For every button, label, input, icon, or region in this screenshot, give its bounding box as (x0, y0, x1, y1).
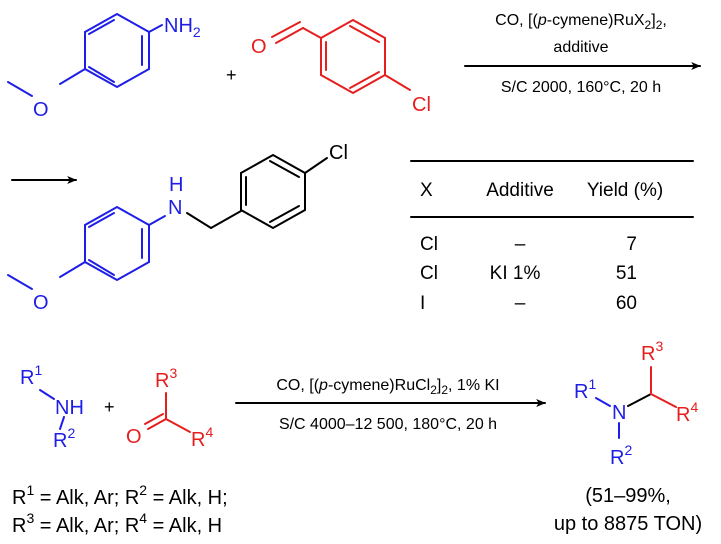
anisidine-ring (84, 12, 150, 89)
methyl-bond (7, 81, 33, 97)
aldehyde-chloro-label: Cl (412, 94, 431, 116)
product-r3-label: R3 (641, 338, 663, 365)
results-table: X Additive Yield (%) Cl – 7 Cl KI 1% 51 … (410, 160, 694, 314)
amine-r2-label: R2 (53, 425, 75, 452)
aryl-oxygen-bond (59, 68, 86, 85)
methoxy-oxygen-label: O (33, 99, 49, 121)
general-product-structure: R1 N R2 R3 R4 (574, 338, 698, 469)
product-n-label: N (612, 402, 626, 424)
plus-sign-1: + (226, 65, 237, 85)
table-row-3-additive: – (515, 293, 526, 314)
table-row-2-x: Cl (420, 263, 438, 284)
table-row-3-yield: 60 (616, 293, 637, 314)
table-row-1-additive: – (515, 234, 526, 255)
carbonyl-oxygen-label: O (126, 426, 142, 448)
yield-line-1: (51–99%, (585, 485, 671, 507)
carbonyl-r3-label: R3 (155, 365, 177, 392)
ketone-double-bond (147, 418, 167, 430)
product-chloro-label: Cl (329, 142, 348, 164)
conditions2-loading: S/C 4000–12 500, 180°C, 20 h (279, 416, 497, 433)
table-row-3-x: I (420, 293, 425, 314)
amine-nh-label: NH (55, 397, 84, 419)
conditions1-loading: S/C 2000, 160°C, 20 h (501, 79, 661, 96)
scheme1-conditions: CO, [(p-cymene)RuX2]2, additive S/C 2000… (464, 12, 701, 96)
table-row-2-yield: 51 (616, 263, 637, 284)
carbonyl-r4-label: R4 (191, 424, 213, 451)
product-anisyl-ring (84, 205, 150, 282)
amine-r1-label: R1 (20, 362, 42, 389)
legend-line-1: R1 = Alk, Ar; R2 = Alk, H; (12, 482, 228, 509)
product-nh-hydrogen-label: H (169, 174, 183, 196)
table-header-yield: Yield (%) (587, 180, 663, 201)
general-carbonyl-structure: R3 O R4 (126, 365, 213, 451)
legend-line-2: R3 = Alk, Ar; R4 = Alk, H (12, 510, 222, 537)
product-oxygen-label: O (33, 292, 49, 314)
aldehyde-ring (320, 18, 386, 95)
product-r1-label: R1 (574, 376, 596, 403)
product-amine-structure: O N H Cl (7, 142, 348, 314)
scheme2-conditions: CO, [(p-cymene)RuCl2]2, 1% KI S/C 4000–1… (235, 377, 546, 433)
plus-sign-2: + (104, 397, 115, 417)
p-anisidine-structure: NH2 O (7, 12, 201, 121)
conditions1-catalyst: CO, [(p-cymene)RuX2]2, (495, 12, 667, 32)
substituent-legend: R1 = Alk, Ar; R2 = Alk, H; R3 = Alk, Ar;… (12, 482, 228, 537)
aldehyde-oxygen-label: O (251, 36, 267, 58)
chloro-bond (384, 74, 411, 91)
table-row-1-yield: 7 (626, 234, 637, 255)
yield-line-2: up to 8875 TON) (554, 513, 702, 535)
product-chlorophenyl-ring (240, 153, 306, 230)
amine-bond (148, 24, 163, 33)
n-alkyl-bond (627, 393, 652, 407)
yield-summary: (51–99%, up to 8875 TON) (554, 485, 702, 535)
table-header-additive: Additive (486, 180, 554, 201)
product-nitrogen-label: N (168, 197, 182, 219)
conditions1-additive: additive (553, 39, 608, 56)
product-r4-label: R4 (676, 399, 698, 426)
table-row-1-x: Cl (420, 234, 438, 255)
n-benzyl-bond (186, 212, 212, 229)
general-amine-structure: R1 NH R2 (20, 362, 84, 452)
carbonyl-double-bond (275, 27, 304, 44)
product-r2-label: R2 (610, 442, 632, 469)
nh2-label: NH2 (164, 15, 201, 40)
formyl-bond (302, 27, 322, 39)
chlorobenzaldehyde-structure: O Cl (251, 18, 431, 116)
table-row-2-additive: KI 1% (490, 263, 541, 284)
conditions2-catalyst: CO, [(p-cymene)RuCl2]2, 1% KI (276, 377, 499, 397)
table-header-x: X (420, 180, 433, 201)
